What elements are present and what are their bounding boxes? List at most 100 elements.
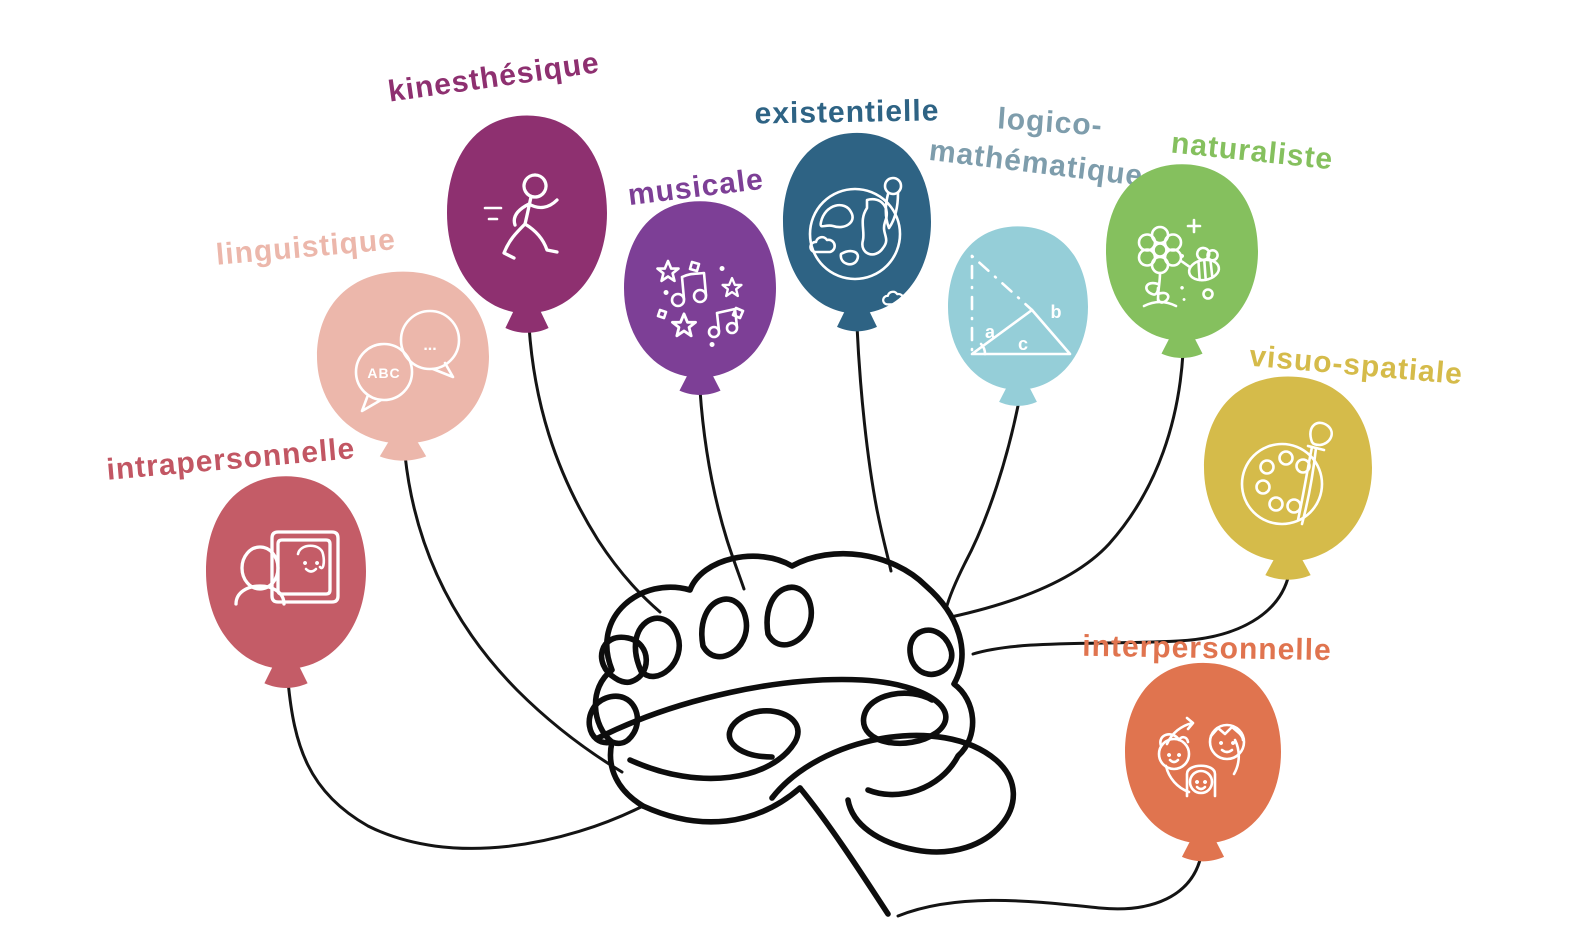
balloon-strings [286,324,1291,918]
speech-bubble-dots-tail [431,361,455,379]
paint-hole [1268,496,1284,512]
person-body [884,191,900,230]
reflection-hair [296,544,326,570]
label-mathematique: mathématique [927,134,1145,193]
label-interpersonnelle: interpersonnelle [1082,630,1332,667]
speech-bubbles-icon: ... ABC [354,309,461,413]
person-silhouette-shoulders [234,584,286,606]
label-intrapersonnelle: intrapersonnelle [105,432,356,487]
speech-bubble-abc [354,342,414,402]
balloon-body [948,226,1088,406]
brain-middle-lasso [595,676,949,747]
palette-disc [1240,442,1324,526]
small-ring [1202,288,1214,300]
bee-wing [1206,248,1219,262]
balloon-intrapersonnelle: intrapersonnelle [105,432,366,688]
reflection-smile [304,567,318,573]
side-a: a [985,322,996,342]
abc-text: ABC [367,365,400,381]
face-boy-hair [1159,733,1190,748]
cloud [882,290,905,306]
person-head [883,176,903,196]
label-kinesthesique: kinesthésique [386,46,602,108]
face-man [1208,723,1246,761]
side-b: b [1051,302,1062,322]
string-naturaliste [949,351,1185,619]
speech-bubble-abc-tail [360,393,383,413]
palette-brush-icon [1240,421,1333,526]
balloon-body [1125,662,1281,862]
globe-circle [808,187,902,281]
music-notes-stars-icon [656,259,745,347]
brain-inner-lower-loop [627,708,801,782]
brain-doodle [586,550,1017,917]
confetti-squares [656,260,745,320]
side-c: c [1018,334,1028,354]
dots-text: ... [423,337,436,354]
cycle-arcs [1164,716,1241,794]
mirror-frame [270,530,340,604]
angle-arc [979,342,987,356]
mirror-self-reflection-icon [234,530,340,606]
brain-right-small-loop [907,627,955,678]
reflection-eyes [303,561,320,565]
flower-center [1152,242,1168,258]
brain-top-petal-loops [632,584,814,680]
petal [1137,233,1157,252]
brain-left-loops [586,634,649,747]
bee-stripes [1197,258,1214,282]
face-man-hair [1209,725,1245,742]
string-kinesthesique [527,324,662,614]
running-person-icon [483,173,559,260]
star [656,259,680,283]
bee-antenna [1180,260,1191,268]
star [671,312,697,338]
globe-continent [839,249,860,266]
runner-speed-lines [483,206,503,221]
runner-figure [502,173,559,260]
cloud [809,235,836,254]
triangle-math-icon: a b c [970,254,1072,356]
balloon-visuo-spatiale: visuo-spatiale [1204,340,1464,580]
face-girl-smile [1195,785,1207,791]
brain-bottom-edge [640,785,803,825]
dash-dot-hypotenuse [970,254,1034,312]
small-dots [1180,254,1186,301]
balloon-body [317,271,489,461]
balloon-musicale: musicale [624,163,776,395]
string-musicale [698,388,746,591]
ground-arc [1142,300,1178,308]
speech-bubble-dots [399,309,461,371]
balloon-existentielle: existentielle [754,94,940,332]
label-linguistique: linguistique [215,223,398,272]
triangle [970,308,1072,356]
balloon-linguistique: ... ABC linguistique [215,223,489,461]
string-logico-mathematique [944,399,1021,611]
balloon-body [206,476,366,688]
face-man-smile [1220,748,1234,754]
brain-lower-right-loop [769,732,1017,855]
label-existentielle: existentielle [754,94,939,130]
paint-hole [1259,459,1275,475]
paint-hole [1255,479,1271,495]
people-group-icon [1157,716,1246,798]
string-linguistique [403,453,624,774]
star [721,276,743,298]
globe-continent [819,203,854,229]
sparkle [1186,218,1202,234]
label-logico: logico- [996,102,1103,142]
bee [1180,246,1221,282]
face-girl-hair [1185,764,1217,798]
balloon-body [624,201,776,395]
string-visuo-spatiale [971,572,1291,656]
paint-hole [1278,450,1294,466]
balloon-body [783,132,931,332]
string-interpersonnelle [896,854,1203,918]
balloon-body [1204,376,1372,580]
balloon-interpersonnelle: interpersonnelle [1082,630,1332,862]
note-stems-beam [680,271,708,301]
flower-bee-icon [1137,218,1221,308]
brain-stem [797,785,891,917]
